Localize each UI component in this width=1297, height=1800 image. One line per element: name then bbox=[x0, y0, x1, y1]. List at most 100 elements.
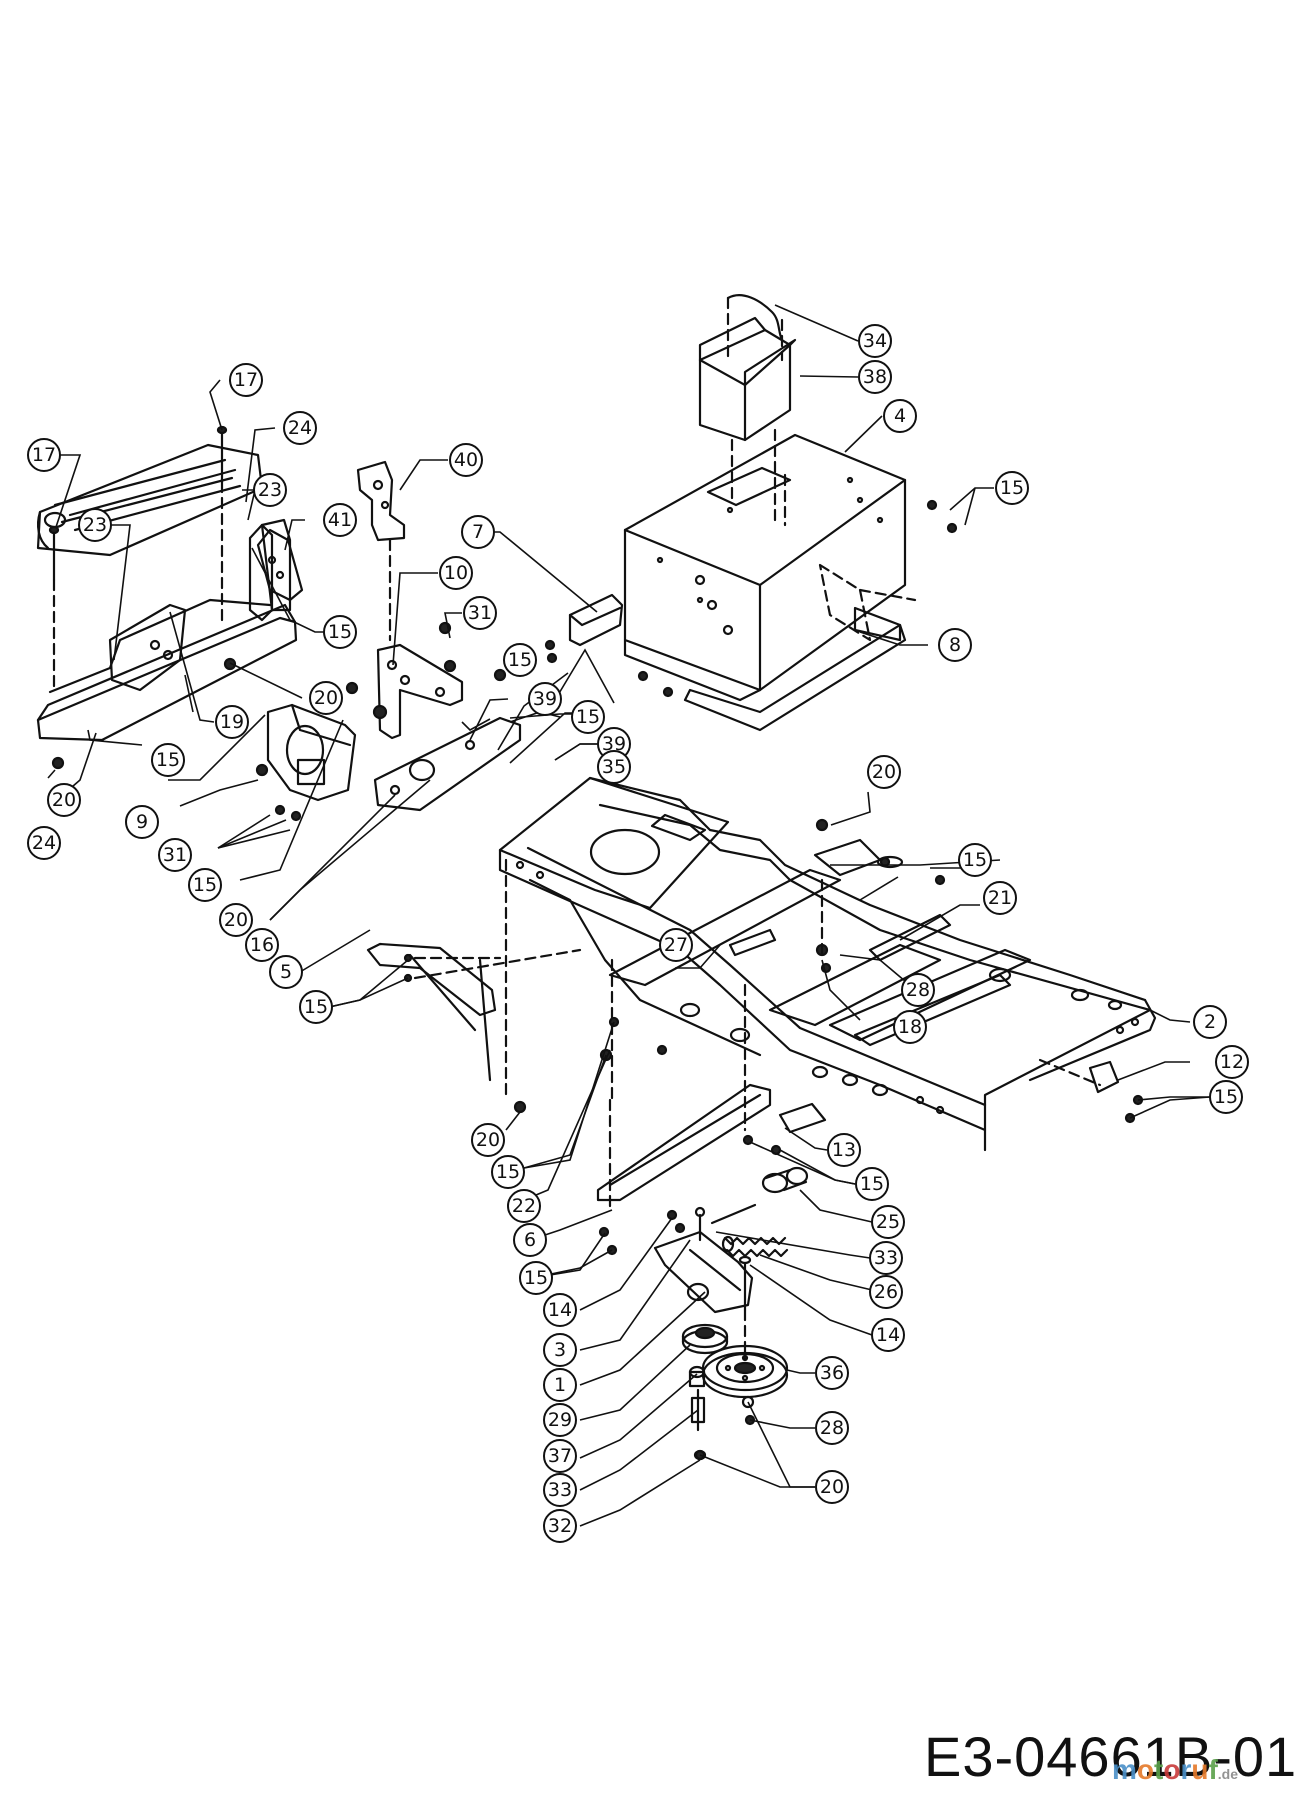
callout-19: 19 bbox=[215, 705, 249, 739]
part-battery-tray bbox=[698, 316, 797, 522]
svg-text:14: 14 bbox=[876, 1324, 900, 1346]
part-front-bracket-5 bbox=[366, 942, 582, 1082]
callout-35: 35 bbox=[597, 750, 631, 784]
callout-26: 26 bbox=[869, 1275, 903, 1309]
callout-20: 20 bbox=[219, 903, 253, 937]
callout-14: 14 bbox=[543, 1293, 577, 1327]
callout-31: 31 bbox=[463, 596, 497, 630]
callout-33: 33 bbox=[543, 1473, 577, 1507]
svg-text:15: 15 bbox=[1000, 477, 1024, 499]
watermark-logo: motoruf.de bbox=[1112, 1754, 1238, 1786]
watermark-letter: m bbox=[1112, 1754, 1137, 1785]
svg-text:5: 5 bbox=[280, 961, 292, 983]
svg-text:39: 39 bbox=[533, 688, 557, 710]
svg-text:14: 14 bbox=[548, 1299, 572, 1321]
part-bracket-41 bbox=[256, 528, 304, 602]
svg-text:32: 32 bbox=[548, 1515, 572, 1537]
part-bracket-13 bbox=[778, 1102, 827, 1134]
part-main-frame bbox=[498, 776, 1157, 1152]
callout-9: 9 bbox=[125, 805, 159, 839]
callout-15: 15 bbox=[323, 615, 357, 649]
svg-text:7: 7 bbox=[472, 521, 484, 543]
callout-33: 33 bbox=[869, 1241, 903, 1275]
svg-text:17: 17 bbox=[32, 444, 56, 466]
svg-text:18: 18 bbox=[898, 1016, 922, 1038]
svg-text:24: 24 bbox=[32, 832, 56, 854]
watermark-letter: o bbox=[1163, 1754, 1181, 1785]
callout-16: 16 bbox=[245, 928, 279, 962]
part-seat-bracket bbox=[248, 518, 292, 622]
callout-29: 29 bbox=[543, 1403, 577, 1437]
callout-12: 12 bbox=[1215, 1045, 1249, 1079]
svg-text:33: 33 bbox=[874, 1247, 898, 1269]
callout-27: 27 bbox=[659, 928, 693, 962]
callout-8: 8 bbox=[938, 628, 972, 662]
callout-15: 15 bbox=[491, 1155, 525, 1189]
svg-text:4: 4 bbox=[894, 405, 906, 427]
svg-text:19: 19 bbox=[220, 711, 244, 733]
part-spacer-stack bbox=[688, 1365, 707, 1461]
callout-10: 10 bbox=[439, 556, 473, 590]
part-hold-down bbox=[726, 294, 784, 362]
svg-text:15: 15 bbox=[508, 649, 532, 671]
callout-40: 40 bbox=[449, 443, 483, 477]
svg-text:26: 26 bbox=[874, 1281, 898, 1303]
document-code: E3-04661B-01 bbox=[924, 1725, 1297, 1788]
part-bolts-17 bbox=[48, 425, 228, 692]
watermark-letter: f bbox=[1208, 1754, 1218, 1785]
svg-text:37: 37 bbox=[548, 1445, 572, 1467]
callout-32: 32 bbox=[543, 1509, 577, 1543]
svg-text:20: 20 bbox=[224, 909, 248, 931]
svg-text:6: 6 bbox=[524, 1229, 536, 1251]
svg-text:34: 34 bbox=[863, 330, 887, 352]
callout-15: 15 bbox=[995, 471, 1029, 505]
svg-text:16: 16 bbox=[250, 934, 274, 956]
part-bolt-14 bbox=[738, 1255, 752, 1362]
callout-34: 34 bbox=[858, 324, 892, 358]
svg-text:15: 15 bbox=[1214, 1086, 1238, 1108]
part-bracket-7 bbox=[568, 593, 624, 647]
svg-text:24: 24 bbox=[288, 417, 312, 439]
part-seat-plate bbox=[266, 703, 357, 802]
watermark-suffix: .de bbox=[1217, 1766, 1239, 1782]
callout-18: 18 bbox=[893, 1010, 927, 1044]
svg-text:15: 15 bbox=[860, 1173, 884, 1195]
callout-3: 3 bbox=[543, 1333, 577, 1367]
svg-text:27: 27 bbox=[664, 934, 688, 956]
svg-text:21: 21 bbox=[988, 887, 1012, 909]
svg-text:15: 15 bbox=[304, 996, 328, 1018]
svg-text:20: 20 bbox=[872, 761, 896, 783]
callout-20: 20 bbox=[815, 1470, 849, 1504]
svg-text:15: 15 bbox=[496, 1161, 520, 1183]
callout-2: 2 bbox=[1193, 1005, 1227, 1039]
part-idler-pulley bbox=[681, 1323, 729, 1355]
svg-text:9: 9 bbox=[136, 811, 148, 833]
callout-41: 41 bbox=[323, 503, 357, 537]
callout-6: 6 bbox=[513, 1223, 547, 1257]
callout-23: 23 bbox=[78, 508, 112, 542]
callout-38: 38 bbox=[858, 360, 892, 394]
svg-text:35: 35 bbox=[602, 756, 626, 778]
callout-14: 14 bbox=[871, 1318, 905, 1352]
svg-text:23: 23 bbox=[83, 514, 107, 536]
callout-15: 15 bbox=[958, 843, 992, 877]
svg-text:28: 28 bbox=[906, 979, 930, 1001]
part-bracket-27 bbox=[728, 928, 777, 957]
part-idler-arm bbox=[653, 1203, 757, 1314]
callout-24: 24 bbox=[283, 411, 317, 445]
svg-text:3: 3 bbox=[554, 1339, 566, 1361]
callout-4: 4 bbox=[883, 399, 917, 433]
callout-15: 15 bbox=[1209, 1080, 1243, 1114]
svg-text:28: 28 bbox=[820, 1417, 844, 1439]
callout-24: 24 bbox=[27, 826, 61, 860]
callout-39: 39 bbox=[528, 682, 562, 716]
callout-15: 15 bbox=[503, 643, 537, 677]
callout-15: 15 bbox=[855, 1167, 889, 1201]
callout-7: 7 bbox=[461, 515, 495, 549]
watermark-letter: u bbox=[1191, 1754, 1209, 1785]
callout-15: 15 bbox=[299, 990, 333, 1024]
svg-text:15: 15 bbox=[963, 849, 987, 871]
svg-text:20: 20 bbox=[820, 1476, 844, 1498]
part-seat-rail-lower bbox=[36, 598, 298, 742]
